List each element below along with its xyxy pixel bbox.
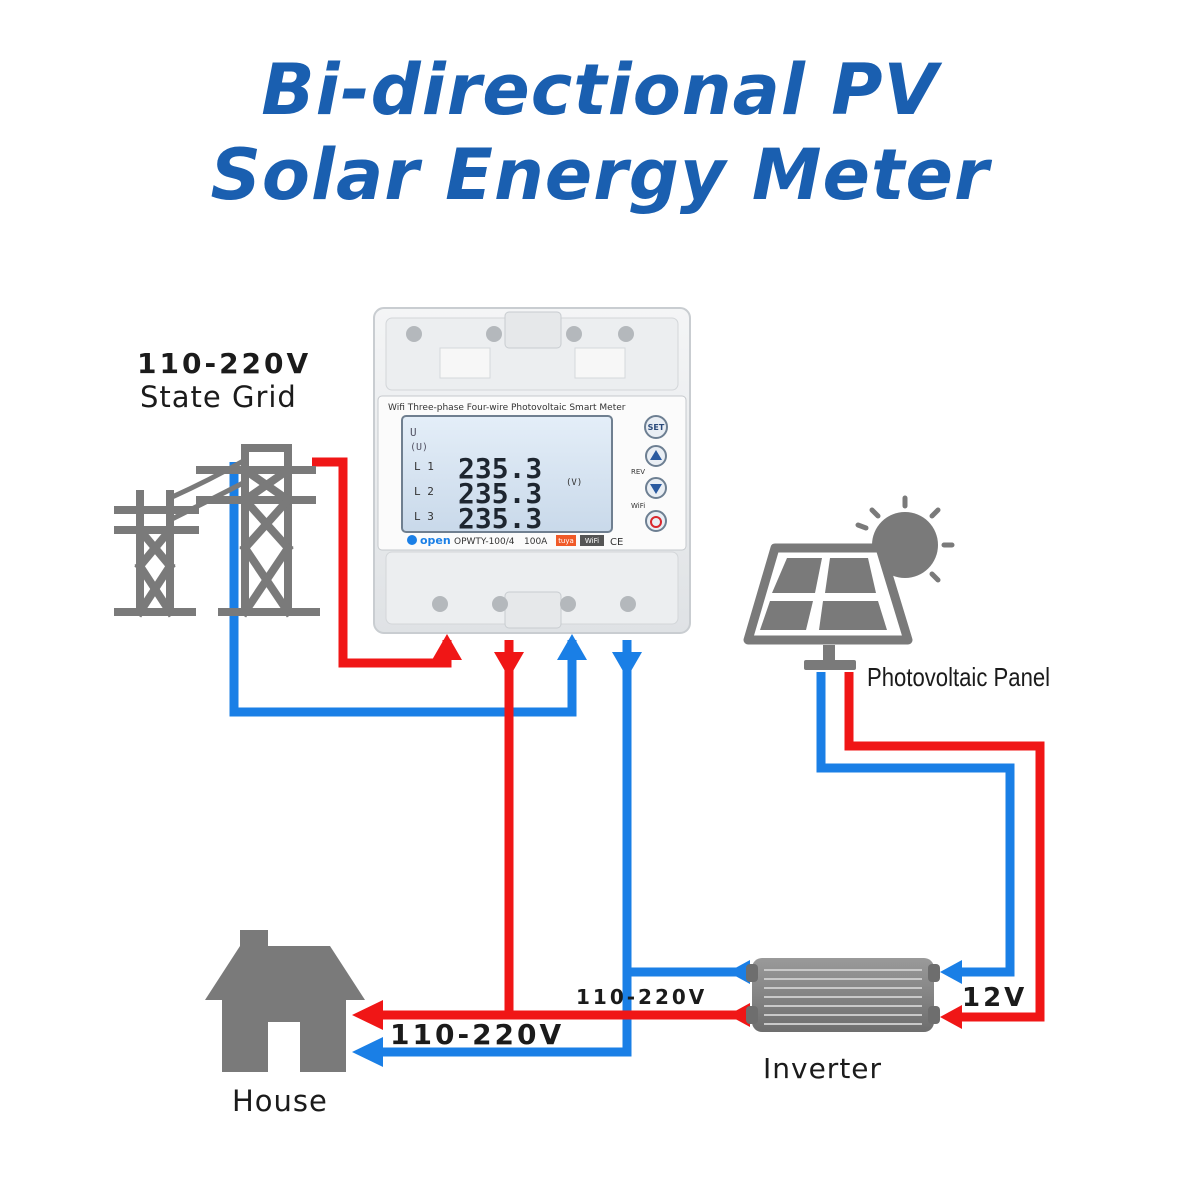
- grid-voltage-label: 110-220V: [137, 347, 312, 380]
- down-button[interactable]: [645, 477, 667, 499]
- pv-dc-live-wire: [844, 672, 1045, 1022]
- rev-label: REV: [631, 468, 645, 476]
- rating-label: 100A: [524, 537, 548, 547]
- grid-label: State Grid: [140, 380, 297, 414]
- brand-logo-icon: [407, 535, 417, 545]
- meter-header: Wifi Three-phase Four-wire Photovoltaic …: [388, 403, 626, 413]
- arrow-left-blue-dc: [940, 960, 962, 984]
- arrow-down-blue: [612, 652, 642, 678]
- arrow-left-blue-inv: [728, 960, 750, 984]
- house-live-wire: [365, 640, 514, 1020]
- model-label: OPWTY-100/4: [454, 537, 515, 547]
- title-line-1: Bi-directional PV: [261, 49, 939, 131]
- tuya-badge: [556, 535, 576, 546]
- lcd-u-sub-label: (U): [410, 442, 428, 453]
- house-voltage-label: 110-220V: [390, 1018, 565, 1051]
- inverter-label: Inverter: [763, 1052, 883, 1085]
- lcd-l2-label: L 2: [414, 485, 434, 498]
- arrow-left-blue-house: [352, 1037, 383, 1067]
- up-arrow-icon: [650, 450, 662, 460]
- grid-neutral-wire: [229, 462, 577, 717]
- arrow-left-red-inv: [728, 1003, 750, 1027]
- up-button[interactable]: [645, 445, 667, 467]
- smart-meter: Wifi Three-phase Four-wire Photovoltaic …: [373, 307, 691, 634]
- arrow-down-red: [494, 652, 524, 678]
- wifi-badge-label: WiFi: [585, 537, 599, 545]
- inverter-ac-voltage-label: 110-220V: [576, 985, 708, 1009]
- house-label: House: [232, 1084, 328, 1118]
- title-line-2: Solar Energy Meter: [210, 134, 990, 216]
- set-button-label: SET: [648, 423, 665, 432]
- wifi-badge: [580, 535, 604, 546]
- inverter-icon: [746, 958, 940, 1032]
- set-button[interactable]: SET: [644, 415, 668, 439]
- lcd-l1-value: 235.3: [458, 452, 542, 485]
- solar-panel-icon: [743, 543, 913, 670]
- lcd-l2-value: 235.3: [458, 477, 542, 510]
- lcd-unit: (V): [566, 478, 582, 488]
- power-icon: [650, 516, 662, 528]
- tuya-badge-label: tuya: [558, 537, 574, 545]
- lcd-l3-value: 235.3: [458, 502, 542, 535]
- arrow-left-red-house: [352, 1000, 383, 1030]
- lcd-l3-label: L 3: [414, 510, 434, 523]
- wifi-label: WiFi: [631, 502, 645, 510]
- down-arrow-icon: [650, 484, 662, 494]
- pv-panel-label: Photovoltaic Panel: [867, 662, 1051, 692]
- house-icon: [205, 930, 365, 1072]
- arrows: [352, 634, 962, 1067]
- lcd-l1-label: L 1: [414, 460, 434, 473]
- pv-dc-neutral-wire: [816, 672, 1015, 977]
- power-button[interactable]: [645, 510, 667, 532]
- wires: [229, 457, 1045, 1057]
- arrow-up-blue: [557, 634, 587, 660]
- arrow-up-red: [432, 634, 462, 660]
- lcd-u-label: U: [410, 426, 417, 439]
- transmission-tower-icon: [114, 444, 320, 618]
- arrow-left-red-dc: [940, 1005, 962, 1029]
- brand-label: open: [420, 534, 451, 547]
- ce-mark: CE: [610, 537, 623, 548]
- inverter-dc-voltage-label: 12V: [962, 983, 1028, 1013]
- house-neutral-wire: [365, 640, 632, 1057]
